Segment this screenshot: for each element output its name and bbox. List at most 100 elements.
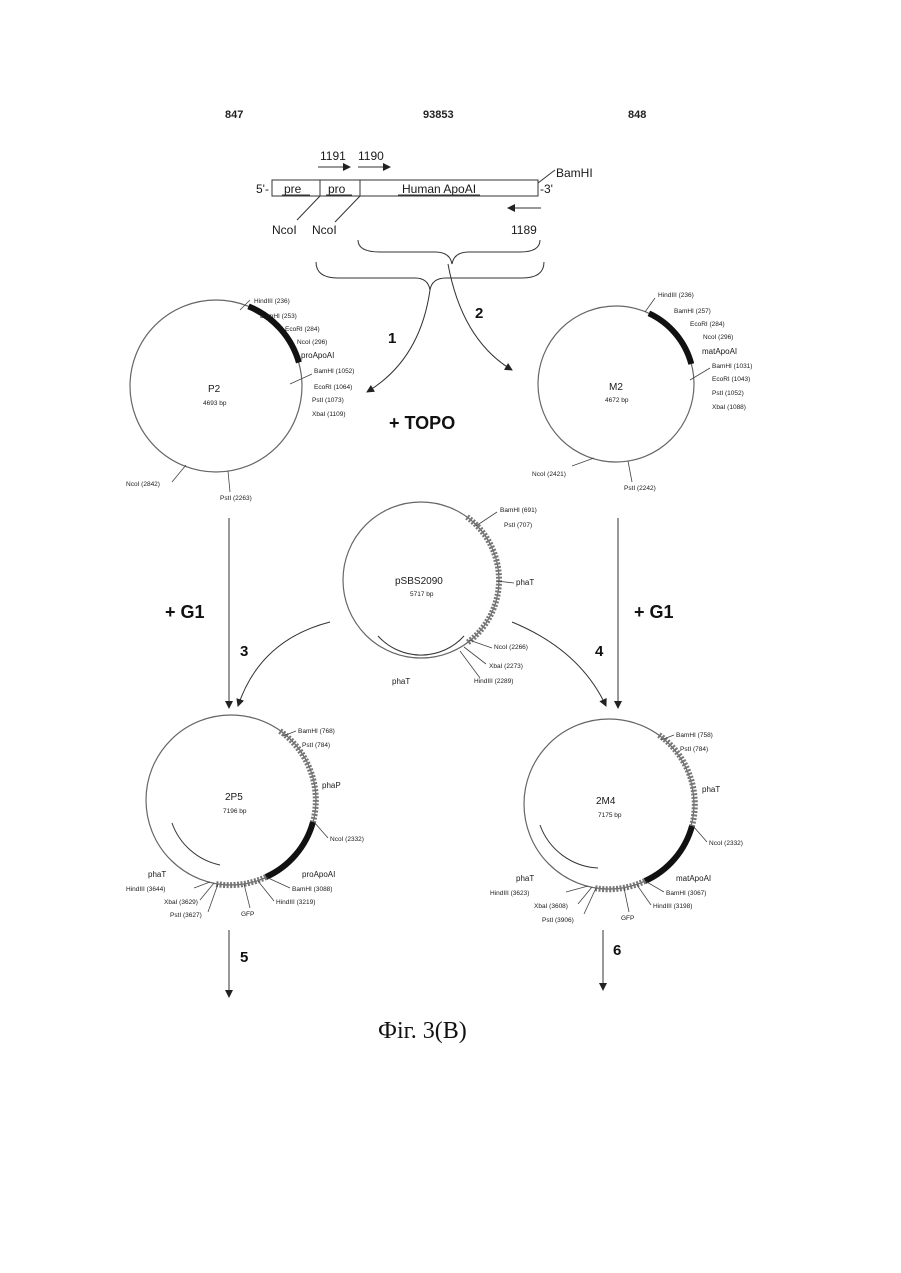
- 2p5-phat-arc: [172, 823, 220, 865]
- m2-site-psti-1: PstI (1052): [712, 390, 744, 397]
- ncoi-1-label: NcoI: [272, 223, 297, 237]
- page-number-right: 848: [628, 109, 646, 121]
- 2m4-site-xbai: XbaI (3608): [534, 903, 568, 910]
- 2p5-proapoai-segment: [266, 822, 313, 877]
- 2p5-site-tick: [258, 881, 274, 901]
- 2m4-site-tick: [584, 888, 596, 914]
- 2p5-gene-gfp: GFP: [241, 911, 254, 918]
- psbs-site-ncoi: NcoI (2266): [494, 644, 528, 651]
- plasmid-m2: M2 4672 bp HindIII (236) BamHI (257) Eco…: [532, 292, 752, 492]
- m2-site-bamhi-2: BamHI (1031): [712, 363, 752, 370]
- m2-site-bamhi-1: BamHI (257): [674, 308, 711, 315]
- figure-caption: Фіг. 3(В): [378, 1018, 467, 1044]
- psbs-phat-segment: [467, 517, 499, 643]
- step-2-label: 2: [475, 305, 483, 322]
- psbs-site-psti: PstI (707): [504, 522, 532, 529]
- linear-construct: 1191 1190 BamHI 5'- pre pro Human ApoAI …: [256, 149, 593, 290]
- 2p5-site-tick: [200, 883, 214, 900]
- segment-pre: pre: [284, 182, 302, 196]
- 2p5-site-bamhi-1: BamHI (768): [298, 728, 335, 735]
- psbs-site-xbai: XbaI (2273): [489, 663, 523, 670]
- psbs-gene-phat-1: phaT: [516, 578, 534, 587]
- step-3-curved-arrow: [238, 622, 330, 706]
- psbs-name: pSBS2090: [395, 576, 443, 587]
- psbs-gene-phat-2: phaT: [392, 677, 410, 686]
- step-5-label: 5: [240, 949, 248, 966]
- psbs-site-hindiii: HindIII (2289): [474, 678, 513, 685]
- ncoi-2-tick: [335, 196, 360, 222]
- g1-left-label: + G1: [165, 602, 205, 622]
- page-number-left: 847: [225, 109, 243, 121]
- p2-gene-proapoai: proApoAI: [301, 351, 334, 360]
- p2-site-ecori-1: EcoRI (284): [285, 326, 320, 333]
- document-number: 93853: [423, 109, 454, 121]
- psbs-site-bamhi: BamHI (691): [500, 507, 537, 514]
- psbs-site-tick: [476, 512, 497, 526]
- 2p5-size: 7196 bp: [223, 808, 247, 815]
- p2-size: 4693 bp: [203, 400, 227, 407]
- 2p5-site-bamhi-2: BamHI (3088): [292, 886, 332, 893]
- 2m4-size: 7175 bp: [598, 812, 622, 819]
- p2-site-psti-2: PstI (2263): [220, 495, 252, 502]
- 2p5-site-hindiii-1: HindIII (3219): [276, 899, 315, 906]
- 2m4-gene-phat-1: phaT: [702, 785, 720, 794]
- 2m4-matapoai-segment: [645, 826, 692, 881]
- m2-name: M2: [609, 382, 623, 393]
- segment-pro: pro: [328, 182, 346, 196]
- step-4-curved-arrow: [512, 622, 606, 706]
- 2p5-gene-phap: phaP: [322, 781, 341, 790]
- 2m4-site-bamhi-2: BamHI (3067): [666, 890, 706, 897]
- ncoi-2-label: NcoI: [312, 223, 337, 237]
- m2-site-ncoi-2: NcoI (2421): [532, 471, 566, 478]
- g1-right-label: + G1: [634, 602, 674, 622]
- pcr-product-brace-small: [358, 240, 540, 264]
- primer-1189-label: 1189: [511, 223, 537, 237]
- m2-gene-matapoai: matApoAI: [702, 347, 737, 356]
- 2p5-site-psti-1: PstI (784): [302, 742, 330, 749]
- m2-site-psti-2: PstI (2242): [624, 485, 656, 492]
- five-prime-label: 5'-: [256, 182, 269, 196]
- 2m4-site-tick: [693, 826, 707, 842]
- 2p5-name: 2P5: [225, 792, 243, 803]
- 2m4-site-hindiii-2: HindIII (3623): [490, 890, 529, 897]
- 2p5-site-psti-2: PstI (3627): [170, 912, 202, 919]
- 2m4-gene-gfp: GFP: [621, 915, 634, 922]
- plasmid-2p5: 2P5 7196 bp BamHI (768) PstI (784) phaP …: [126, 715, 364, 919]
- plasmid-psbs2090: pSBS2090 5717 bp BamHI (691) PstI (707) …: [343, 502, 537, 686]
- p2-site-ncoi-1: NcoI (296): [297, 339, 327, 346]
- 2p5-site-tick: [266, 877, 290, 888]
- topo-label: + TOPO: [389, 413, 455, 433]
- m2-site-ncoi-1: NcoI (296): [703, 334, 733, 341]
- p2-name: P2: [208, 384, 221, 395]
- 2m4-site-psti-2: PstI (3906): [542, 917, 574, 924]
- plasmid-2m4: 2M4 7175 bp BamHI (758) PstI (784) phaT …: [490, 719, 743, 924]
- m2-site-hindiii: HindIII (236): [658, 292, 694, 299]
- p2-site-psti-1: PstI (1073): [312, 397, 344, 404]
- psbs-size: 5717 bp: [410, 591, 434, 598]
- step-3-label: 3: [240, 643, 248, 660]
- m2-site-ecori-1: EcoRI (284): [690, 321, 725, 328]
- 2p5-site-hindiii-2: HindIII (3644): [126, 886, 165, 893]
- m2-matapoai-segment: [649, 313, 691, 364]
- 2p5-gene-phat: phaT: [148, 870, 166, 879]
- 2p5-site-xbai: XbaI (3629): [164, 899, 198, 906]
- p2-site-bamhi-2: BamHI (1052): [314, 368, 354, 375]
- plasmid-p2: P2 4693 bp HindIII (236) BamHI (253) Eco…: [126, 298, 354, 502]
- p2-site-tick: [228, 471, 230, 492]
- step-1-label: 1: [388, 330, 396, 347]
- pcr-product-brace-large: [316, 262, 544, 290]
- p2-site-xbai: XbaI (1109): [312, 411, 345, 418]
- 2p5-gene-proapoai: proApoAI: [302, 870, 335, 879]
- 2m4-site-bamhi-1: BamHI (758): [676, 732, 713, 739]
- step-4-label: 4: [595, 643, 604, 660]
- p2-site-ncoi-2: NcoI (2842): [126, 481, 160, 488]
- primer-1190-label: 1190: [358, 149, 384, 163]
- m2-site-xbai: XbaI (1088): [712, 404, 746, 411]
- 2m4-gene-matapoai: matApoAI: [676, 874, 711, 883]
- 2m4-site-tick: [566, 886, 588, 892]
- 2p5-site-tick: [244, 884, 250, 908]
- p2-site-hindiii: HindIII (236): [254, 298, 290, 305]
- 2m4-site-tick: [645, 881, 664, 892]
- psbs-site-tick: [460, 651, 480, 678]
